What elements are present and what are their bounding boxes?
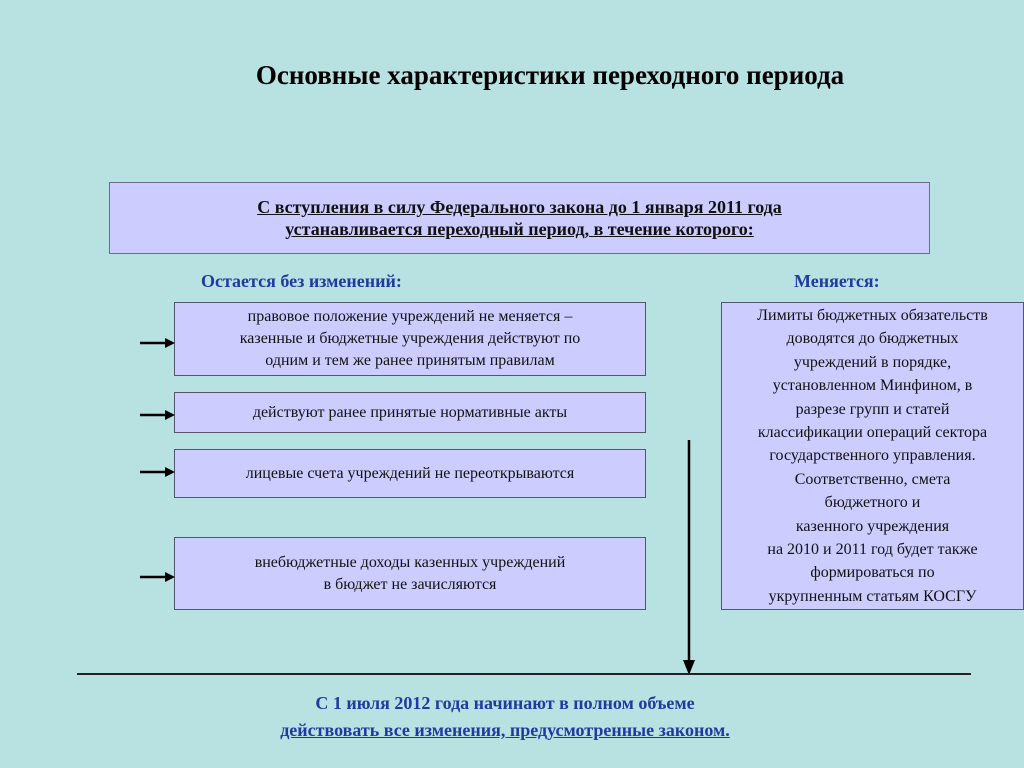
unchanged-item-3-line-1: лицевые счета учреждений не переоткрываю… xyxy=(245,464,575,482)
changes-box: Лимиты бюджетных обязательств доводятся … xyxy=(721,302,1024,610)
unchanged-item-1: правовое положение учреждений не меняетс… xyxy=(174,302,646,376)
unchanged-item-4-line-2: в бюджет не зачисляются xyxy=(323,575,497,593)
arrow-down-icon xyxy=(683,440,695,675)
changes-line: укрупненным статьям КОСГУ xyxy=(768,587,977,605)
arrow-right-icon xyxy=(140,572,175,582)
final-line-2: действовать все изменения, предусмотренн… xyxy=(280,720,730,740)
changes-line: Соответственно, смета xyxy=(794,470,951,488)
page-title: Основные характеристики переходного пери… xyxy=(255,60,845,90)
arrow-right-icon xyxy=(140,410,175,420)
changes-line: на 2010 и 2011 год будет также xyxy=(767,541,978,559)
unchanged-item-3: лицевые счета учреждений не переоткрываю… xyxy=(174,449,646,498)
unchanged-item-4-line-1: внебюджетные доходы казенных учреждений xyxy=(254,553,566,571)
arrow-right-icon xyxy=(140,338,175,348)
unchanged-item-1-line-2: казенные и бюджетные учреждения действую… xyxy=(239,330,581,347)
unchanged-item-1-line-3: одним и тем же ранее принятым правилам xyxy=(265,352,555,369)
changes-line: формироваться по xyxy=(810,564,935,582)
unchanged-header: Остается без изменений: xyxy=(201,271,402,291)
unchanged-item-4: внебюджетные доходы казенных учреждений … xyxy=(174,537,646,610)
changes-line: казенного учреждения xyxy=(795,517,950,535)
changes-line: классификации операций сектора xyxy=(757,424,988,442)
intro-line-2: устанавливается переходный период, в теч… xyxy=(285,219,754,239)
changes-line: установленном Минфином, в xyxy=(772,377,973,395)
arrow-right-icon xyxy=(140,467,175,477)
unchanged-item-2-line-1: действуют ранее принятые нормативные акт… xyxy=(252,403,568,421)
final-statement: С 1 июля 2012 года начинают в полном объ… xyxy=(0,690,1010,744)
final-line-1: С 1 июля 2012 года начинают в полном объ… xyxy=(315,693,695,713)
intro-box: С вступления в силу Федерального закона … xyxy=(109,182,930,254)
changes-line: государственного управления. xyxy=(769,447,976,465)
changes-header: Меняется: xyxy=(794,271,880,291)
changes-line: доводятся до бюджетных xyxy=(786,330,959,348)
unchanged-item-1-line-1: правовое положение учреждений не меняетс… xyxy=(247,308,573,325)
changes-line: Лимиты бюджетных обязательств xyxy=(757,307,988,324)
unchanged-item-2: действуют ранее принятые нормативные акт… xyxy=(174,392,646,433)
changes-line: учреждений в порядке, xyxy=(793,353,952,371)
changes-line: разрезе групп и статей xyxy=(795,400,950,418)
intro-line-1: С вступления в силу Федерального закона … xyxy=(257,197,782,217)
divider-line xyxy=(77,673,971,675)
changes-line: бюджетного и xyxy=(824,494,921,512)
